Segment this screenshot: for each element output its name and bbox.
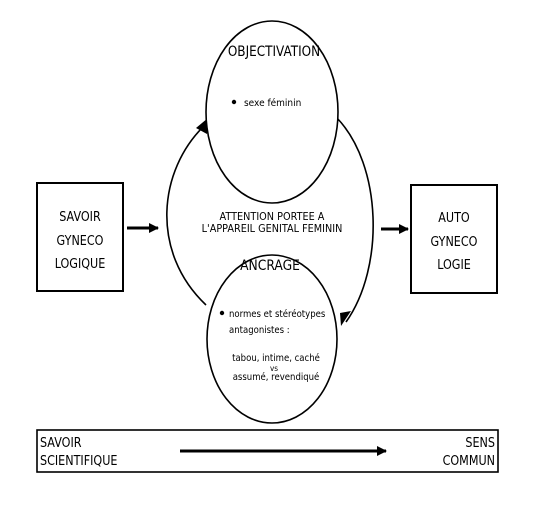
left-box-line-3: LOGIQUE	[55, 256, 106, 271]
bottom-left-line-1: SAVOIR	[40, 435, 82, 450]
right-box-line-2: GYNECO	[431, 234, 478, 249]
ancrage-detail-line-2: vs	[270, 364, 278, 373]
ancrage-detail-line-1: tabou, intime, caché	[232, 353, 320, 365]
right-box-line-1: AUTO	[438, 210, 469, 225]
bottom-right-line-2: COMMUN	[443, 453, 495, 468]
ancrage-bullet-line-2: antagonistes :	[229, 326, 290, 337]
left-box-line-2: GYNECO	[57, 233, 104, 248]
center-line-1: ATTENTION PORTEE A	[220, 210, 325, 223]
ancrage-title: ANCRAGE	[240, 258, 300, 274]
objectivation-bullet-icon	[231, 99, 237, 105]
objectivation-ellipse	[205, 20, 339, 204]
left-cycle-arc	[166, 124, 207, 306]
left-box-line-1: SAVOIR	[59, 209, 101, 224]
left-box	[36, 182, 124, 292]
right-cycle-arrowhead	[340, 311, 351, 326]
ancrage-bullet-icon	[219, 310, 225, 316]
bottom-right-line-1: SENS	[465, 435, 495, 450]
ancrage-bullet-line-1: normes et stéréotypes	[229, 309, 326, 321]
right-box	[410, 184, 498, 294]
right-cycle-arc	[336, 117, 374, 323]
ancrage-detail-line-3: assumé, revendiqué	[233, 372, 320, 384]
ancrage-ellipse	[206, 254, 338, 424]
objectivation-title: OBJECTIVATION	[228, 44, 320, 60]
left-cycle-arrowhead	[196, 118, 208, 134]
bottom-left-line-2: SCIENTIFIQUE	[40, 453, 117, 468]
objectivation-bullet-text: sexe féminin	[244, 98, 301, 110]
right-box-line-3: LOGIE	[437, 257, 471, 272]
center-line-2: L'APPAREIL GENITAL FEMININ	[202, 222, 343, 235]
